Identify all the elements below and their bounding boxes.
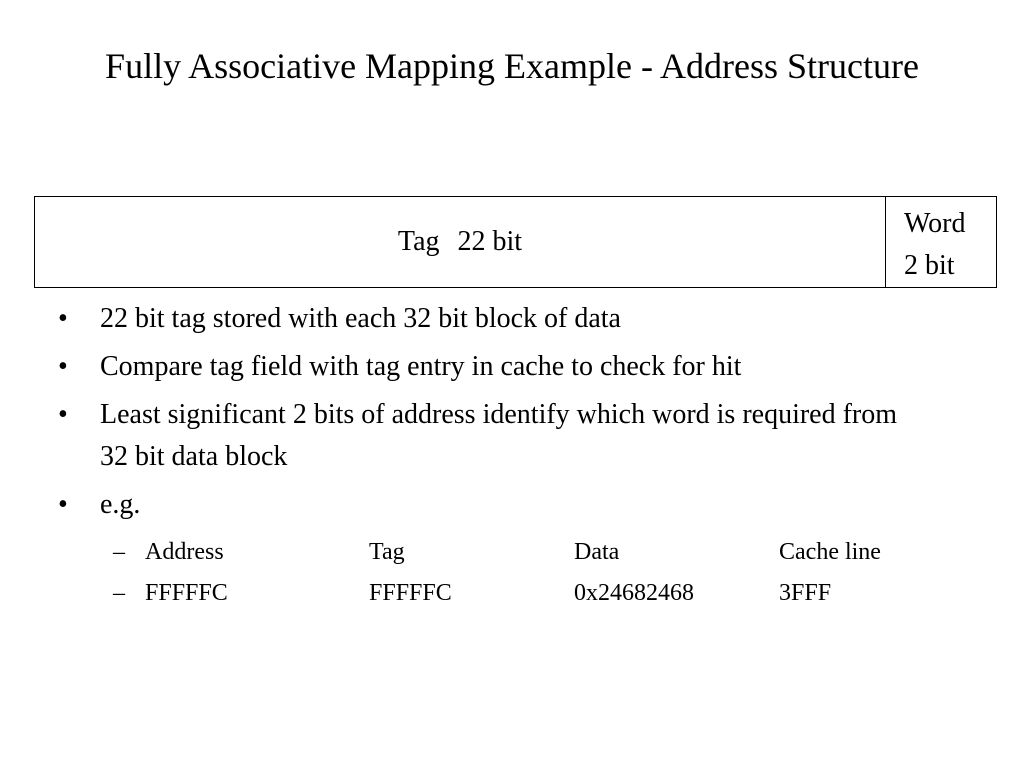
bullet-text: Least significant 2 bits of address iden… <box>100 399 898 472</box>
tag-field-bits: 22 bit <box>457 226 523 257</box>
bullet-item: • Compare tag field with tag entry in ca… <box>58 346 998 388</box>
word-field: Word 2 bit <box>886 197 996 287</box>
address-value: FFFFFC <box>145 580 228 606</box>
tag-field: Tag 22 bit <box>35 197 886 287</box>
cache-line-value: 3FFF <box>779 580 832 606</box>
data-value: 0x24682468 <box>574 580 694 606</box>
slide-title: Fully Associative Mapping Example - Addr… <box>105 46 919 86</box>
column-header-cache-line: Cache line <box>779 539 881 565</box>
sub-bullet-marker: – <box>113 539 125 565</box>
bullet-item: • Least significant 2 bits of address id… <box>58 394 900 478</box>
example-header-row: – Address Tag Data Cache line <box>113 532 993 573</box>
tag-field-label: Tag <box>397 226 440 257</box>
column-header-address: Address <box>145 539 224 565</box>
bullet-item: • 22 bit tag stored with each 32 bit blo… <box>58 298 998 340</box>
example-table: – Address Tag Data Cache line – FFFFFC FFFFF… <box>113 532 993 614</box>
example-value-row: – FFFFFC FFFFFC 0x24682468 3FFF <box>113 573 993 614</box>
bullet-text: Compare tag field with tag entry in cach… <box>100 351 742 382</box>
word-field-bits: 2 bit <box>904 250 955 281</box>
address-structure-diagram: Tag 22 bit Word 2 bit <box>34 196 997 288</box>
bullet-text: 22 bit tag stored with each 32 bit block… <box>100 303 621 334</box>
word-field-label: Word <box>904 208 966 239</box>
bullet-marker: • <box>58 303 68 334</box>
column-header-data: Data <box>574 539 620 565</box>
sub-bullet-marker: – <box>113 580 125 606</box>
bullet-marker: • <box>58 399 68 430</box>
bullet-list: • 22 bit tag stored with each 32 bit blo… <box>58 298 998 532</box>
tag-value: FFFFFC <box>369 580 452 606</box>
bullet-item: • e.g. <box>58 484 998 526</box>
column-header-tag: Tag <box>369 539 405 565</box>
bullet-text: e.g. <box>100 489 141 520</box>
bullet-marker: • <box>58 351 68 382</box>
bullet-marker: • <box>58 489 68 520</box>
